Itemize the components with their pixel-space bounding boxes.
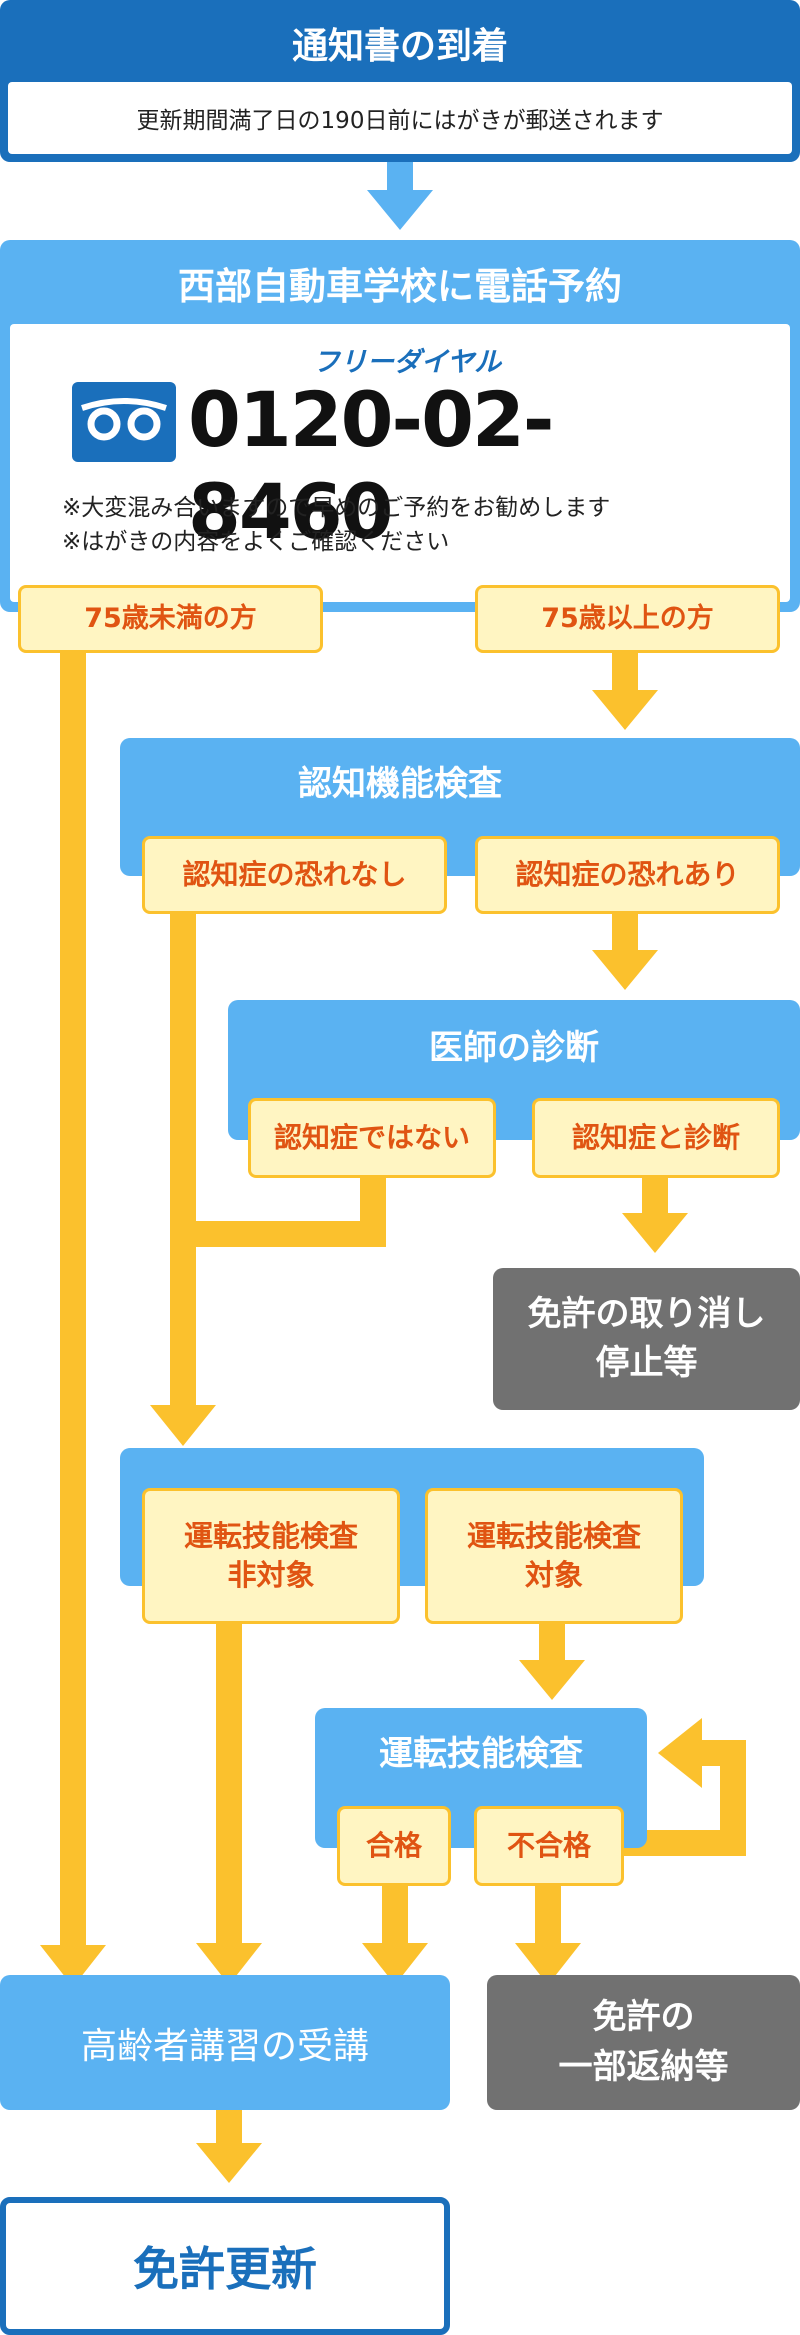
cognitive-risk: 認知症の恐れあり bbox=[475, 836, 780, 914]
doctor-title: 医師の診断 bbox=[429, 1027, 599, 1068]
arrow-pass-to-lecture bbox=[362, 1943, 428, 1985]
line-risk bbox=[612, 912, 638, 952]
freedial-icon bbox=[72, 382, 176, 462]
line-fail bbox=[535, 1885, 561, 1945]
line-not-dementia-join bbox=[183, 1221, 386, 1247]
line-no-risk bbox=[170, 912, 196, 1408]
age-under75: 75歳未満の方 bbox=[18, 585, 323, 653]
line-lecture bbox=[216, 2108, 242, 2146]
phone-number[interactable]: 0120-02-8460 bbox=[188, 375, 554, 556]
revocation-box: 免許の取り消し 停止等 bbox=[493, 1268, 800, 1410]
age-over75: 75歳以上の方 bbox=[475, 585, 780, 653]
arrow-under75-to-lecture bbox=[40, 1945, 106, 1987]
lecture-box: 高齢者講習の受講 bbox=[0, 1975, 450, 2110]
driving-test-fail: 不合格 bbox=[474, 1806, 624, 1886]
arrow-target-to-driving-test bbox=[519, 1660, 585, 1700]
cognitive-no-risk: 認知症の恐れなし bbox=[142, 836, 447, 914]
arrow-over75-to-cognitive bbox=[592, 690, 658, 730]
arrow-no-risk-to-driving-split bbox=[150, 1405, 216, 1446]
reservation-note-1: ※大変混み合いますので早めのご予約をお勧めします bbox=[62, 495, 611, 521]
connector-arrival-arrowhead bbox=[367, 190, 433, 230]
connector-arrival-shaft bbox=[387, 158, 413, 192]
arrival-note: 更新期間満了日の190日前にはがきが郵送されます bbox=[8, 82, 792, 154]
renewal-box: 免許更新 bbox=[0, 2197, 450, 2335]
freedial-label: フリーダイヤル bbox=[312, 347, 502, 378]
arrival-title: 通知書の到着 bbox=[291, 26, 508, 67]
line-not-target bbox=[216, 1622, 242, 1946]
driving-target: 運転技能検査 対象 bbox=[425, 1488, 683, 1624]
reservation-title: 西部自動車学校に電話予約 bbox=[178, 265, 622, 308]
doctor-dementia: 認知症と診断 bbox=[532, 1098, 780, 1178]
arrow-risk-to-doctor bbox=[592, 950, 658, 990]
driving-test-title: 運転技能検査 bbox=[379, 1733, 583, 1774]
arrow-lecture-to-renewal bbox=[196, 2143, 262, 2183]
driving-not-target: 運転技能検査 非対象 bbox=[142, 1488, 400, 1624]
arrow-retry-to-driving-test bbox=[658, 1718, 702, 1788]
driving-test-pass: 合格 bbox=[337, 1806, 451, 1886]
line-retry-top bbox=[700, 1740, 746, 1766]
line-dementia bbox=[642, 1175, 668, 1215]
line-pass bbox=[382, 1885, 408, 1945]
arrow-not-target-to-lecture bbox=[196, 1943, 262, 1985]
arrow-dementia-to-revocation bbox=[622, 1213, 688, 1253]
reservation-inner bbox=[10, 324, 790, 602]
line-under75 bbox=[60, 648, 86, 1948]
reservation-note-2: ※はがきの内容をよくご確認ください bbox=[62, 529, 450, 555]
line-target bbox=[539, 1622, 565, 1662]
line-over75 bbox=[612, 650, 638, 692]
partial-return-box: 免許の 一部返納等 bbox=[487, 1975, 800, 2110]
arrow-fail-to-partial-return bbox=[515, 1943, 581, 1985]
doctor-not-dementia: 認知症ではない bbox=[248, 1098, 496, 1178]
cognitive-test-title: 認知機能検査 bbox=[298, 763, 502, 804]
